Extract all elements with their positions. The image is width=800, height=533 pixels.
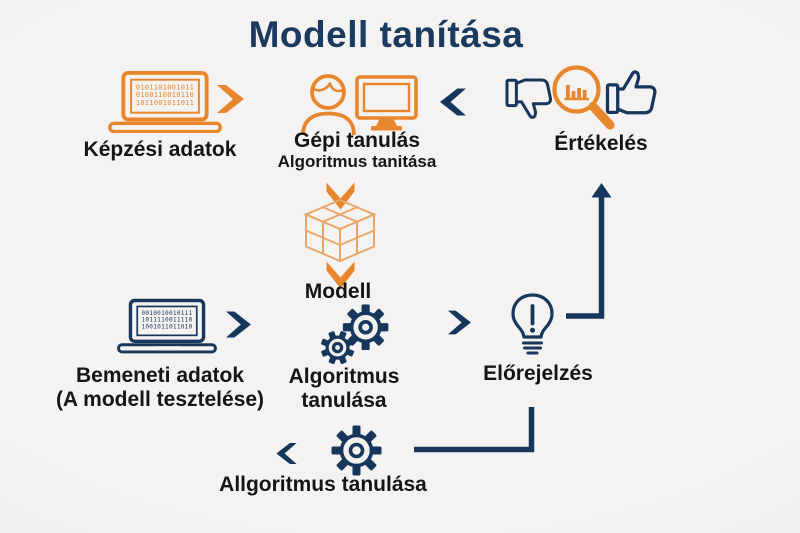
chevron-right-icon	[448, 310, 471, 335]
chevron-down-icon	[326, 261, 355, 289]
chevron-right-icon	[226, 311, 251, 338]
chevron-left-icon	[276, 443, 297, 464]
magnifier-chart-icon	[549, 62, 619, 135]
chevron-down-icon	[326, 182, 355, 210]
algorithm-learning-label-line1: Algoritmus	[288, 365, 400, 388]
svg-text:0010010010111: 0010010010111	[141, 310, 192, 317]
machine-learning-label: Gépi tanulás	[293, 129, 421, 152]
input-data-label: Bemeneti adatok	[75, 364, 245, 387]
elbow-line	[414, 407, 535, 453]
training-laptop-icon: 0101101001011 0100110010110 101100101101…	[106, 71, 224, 133]
monitor-icon	[355, 75, 418, 132]
page-title: Modell tanítása	[248, 14, 524, 55]
svg-text:1011001011011: 1011001011011	[136, 99, 194, 107]
prediction-label: Előrejelzés	[483, 362, 593, 385]
machine-learning-sublabel: Algoritmus tanitása	[277, 152, 437, 171]
chevron-right-icon	[217, 85, 244, 113]
svg-text:0100110010110: 0100110010110	[136, 91, 194, 99]
gears-icon	[314, 304, 394, 366]
svg-text:1001011011010: 1001011011010	[141, 324, 192, 331]
svg-text:1011110011110: 1011110011110	[141, 317, 192, 324]
person-icon	[300, 72, 357, 135]
svg-text:0101101001011: 0101101001011	[136, 83, 194, 91]
chevron-left-icon	[440, 88, 466, 116]
algorithm-learning-footer-label: Allgoritmus tanulása	[219, 473, 427, 496]
gear-icon	[331, 425, 382, 476]
evaluation-label: Értékelés	[554, 132, 648, 155]
algorithm-learning-label-line2: tanulása	[301, 389, 387, 412]
training-data-label: Képzési adatok	[83, 138, 237, 161]
input-data-sublabel: (A modell tesztelése)	[55, 388, 265, 411]
input-laptop-icon: 0010010010111 1011110011110 100101101101…	[116, 295, 218, 357]
cube-icon	[303, 199, 377, 263]
thumbs-up-icon	[605, 67, 659, 116]
arrow-up-icon	[566, 183, 612, 319]
model-label: Modell	[304, 280, 372, 303]
thumbs-down-icon	[504, 77, 555, 122]
lightbulb-icon	[509, 293, 556, 357]
